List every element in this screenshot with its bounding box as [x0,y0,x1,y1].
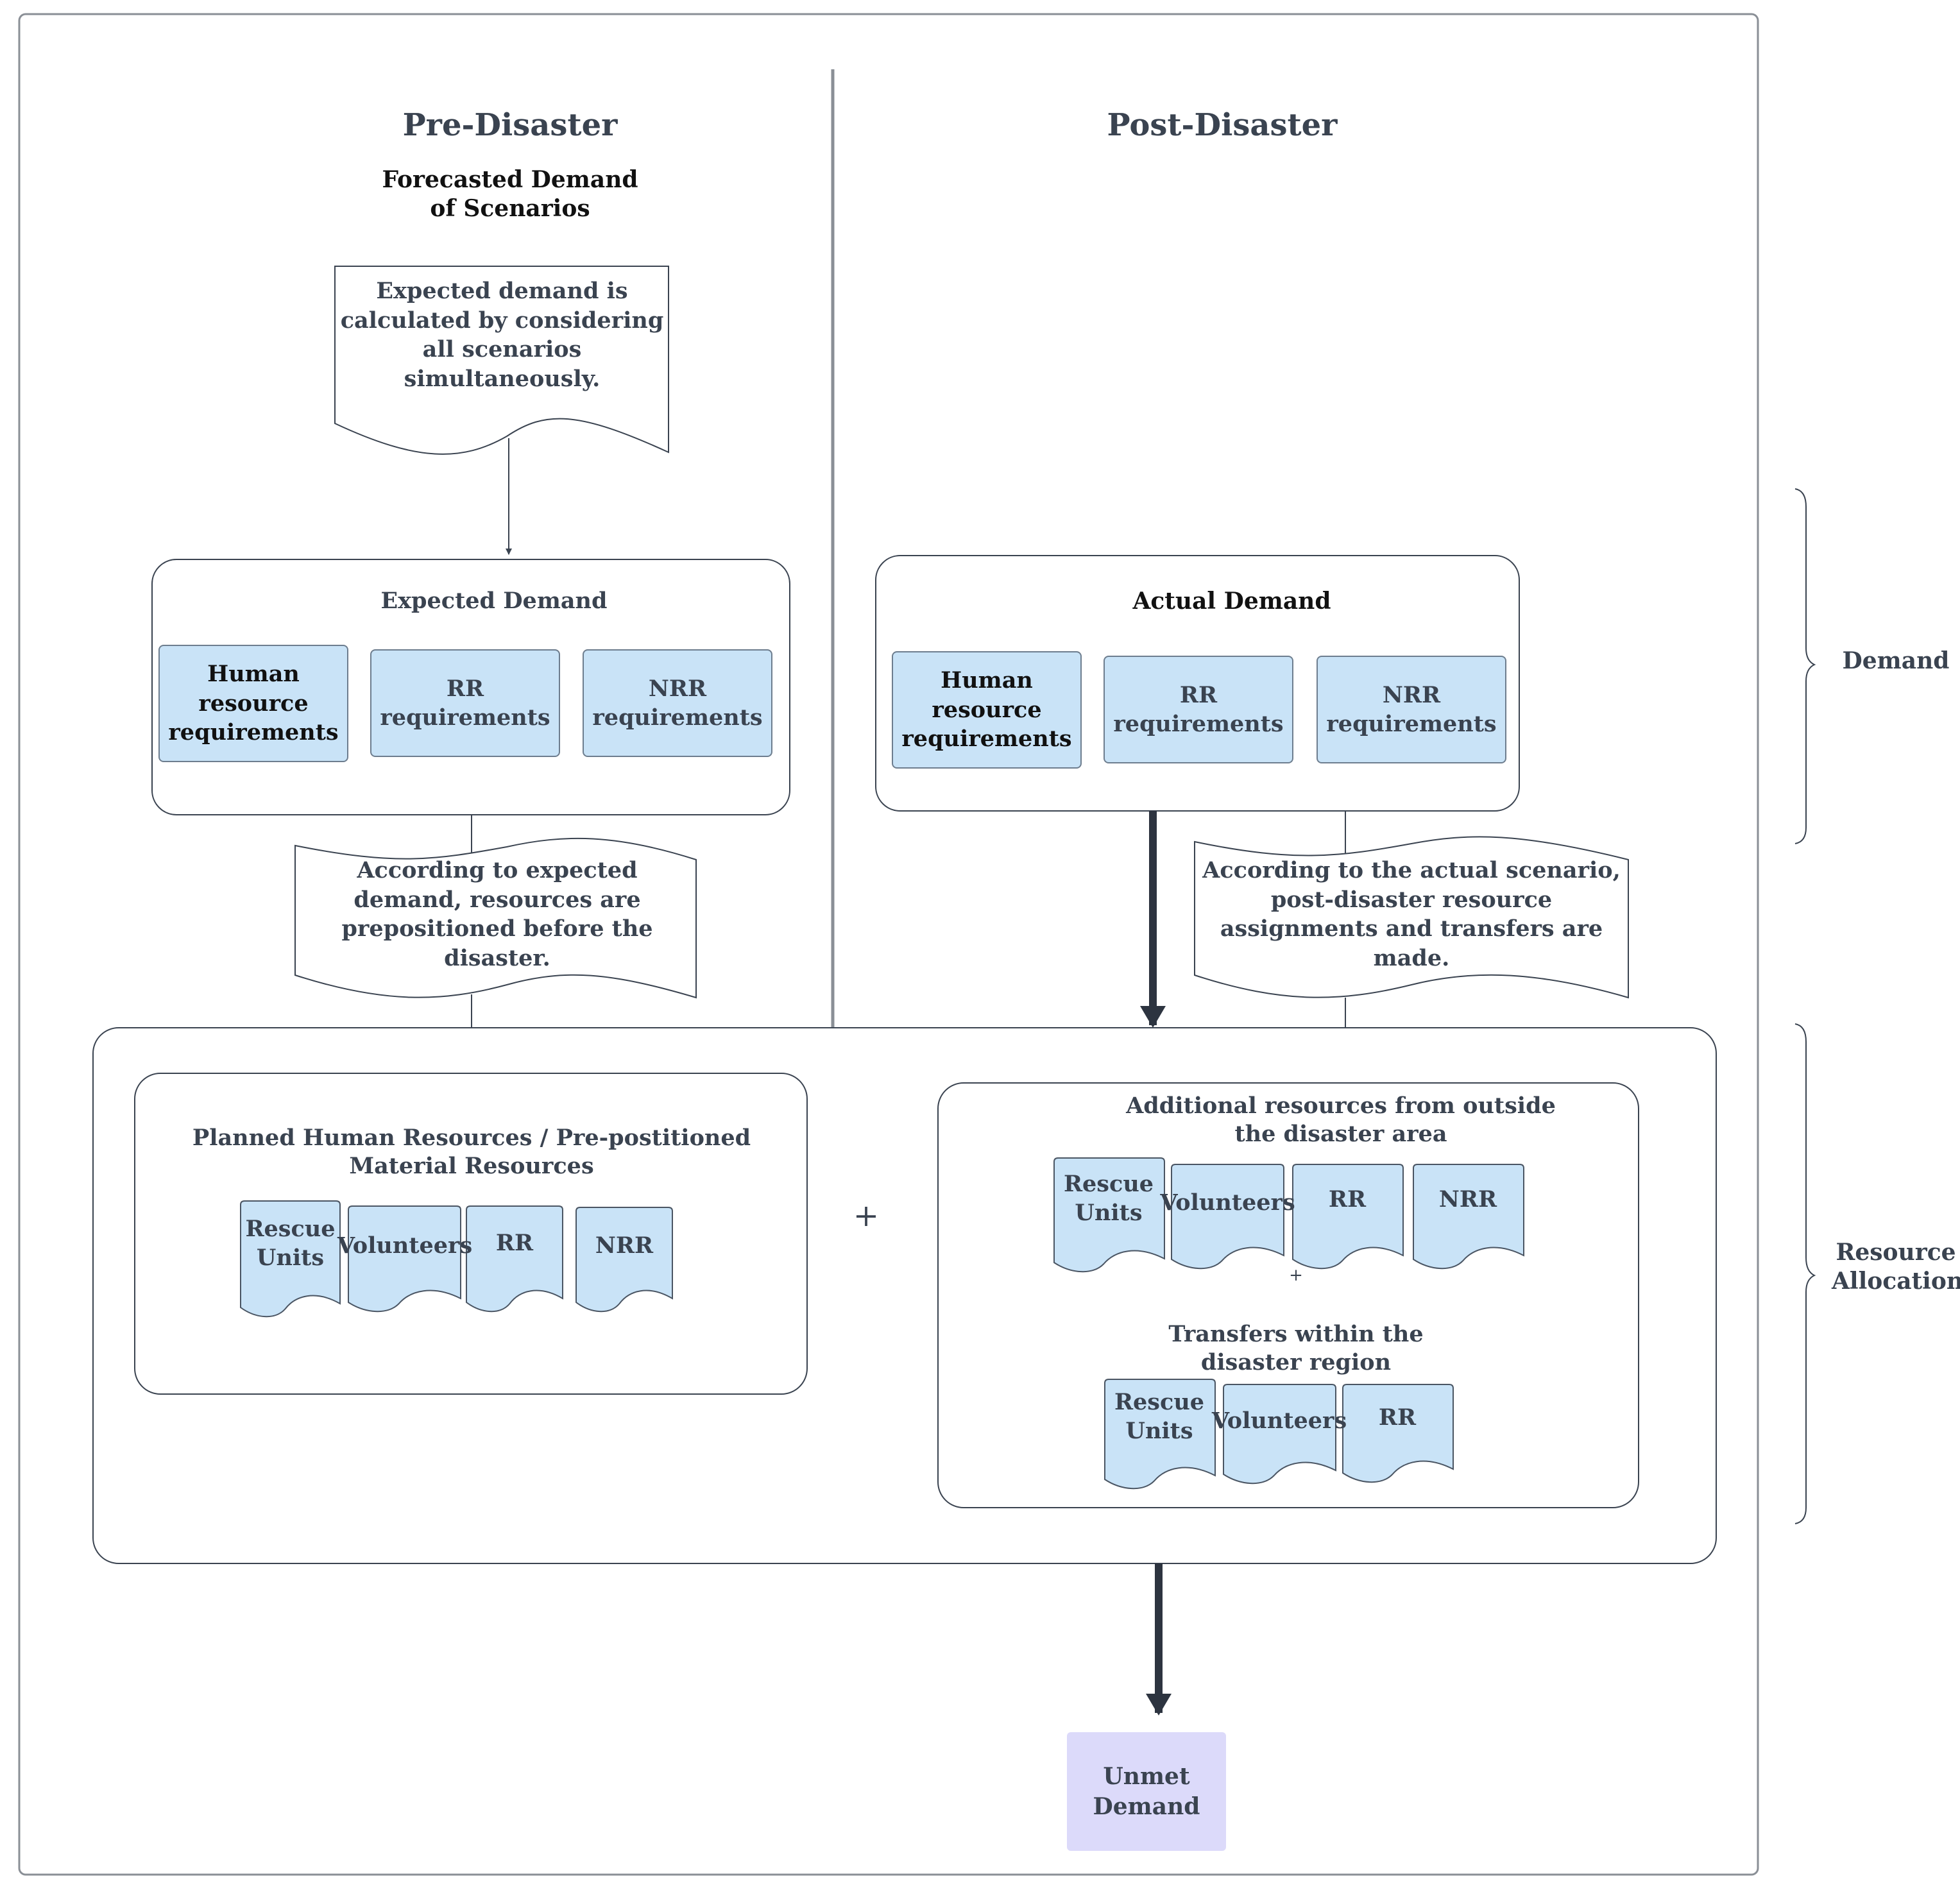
additional-title: Additional resources from outside the di… [1126,1093,1556,1147]
expected-nrr-chip: NRR requirements [583,649,772,757]
transfers-rescue-units: Rescue Units [1114,1388,1205,1445]
unmet-demand-box: Unmet Demand [1067,1732,1226,1851]
planned-rescue-units: Rescue Units [245,1215,336,1272]
transfers-volunteers: Volunteers [1211,1408,1347,1435]
additional-rr-doc [1292,1164,1404,1270]
planned-volunteers-doc [348,1205,461,1313]
planned-nrr-doc [575,1207,673,1313]
actual-human-chip: Human resource requirements [892,651,1082,769]
expected-demand-title: Expected Demand [380,588,608,614]
additional-rescue-doc [1053,1157,1165,1273]
expected-rr-chip: RR requirements [370,649,560,757]
transfers-rr: RR [1378,1404,1417,1431]
planned-volunteers: Volunteers [337,1232,473,1259]
planned-rr-doc [466,1205,563,1313]
expected-calc-note: Expected demand is calculated by conside… [340,278,664,392]
actual-scenario-document [1194,836,1629,999]
demand-side-label: Demand [1842,647,1950,674]
additional-nrr-doc [1413,1164,1524,1270]
expected-calc-document [334,266,669,455]
forecast-subheader: Forecasted Demand of Scenarios [382,166,638,222]
additional-rr: RR [1328,1186,1367,1213]
planned-title: Planned Human Resources / Pre-postitione… [192,1125,751,1179]
transfers-rescue-doc [1104,1379,1216,1490]
plus-sign: + [853,1198,880,1234]
planned-nrr: NRR [595,1232,654,1259]
actual-scenario-note: According to the actual scenario, post-d… [1202,857,1621,971]
actual-rr-chip: RR requirements [1104,656,1293,763]
allocation-brace [1794,1023,1816,1524]
preposition-document [294,837,697,999]
transfers-volunteers-doc [1223,1384,1336,1485]
allocation-side-label: Resource Allocation [1832,1239,1960,1295]
pre-disaster-header: Pre-Disaster [402,107,618,143]
additional-nrr: NRR [1438,1186,1497,1213]
planned-rescue-doc [240,1200,341,1318]
preposition-note: According to expected demand, resources … [341,857,653,971]
transfers-title: Transfers within the disaster region [1168,1321,1424,1375]
demand-brace [1794,488,1816,844]
transfers-rr-doc [1342,1384,1454,1483]
post-disaster-header: Post-Disaster [1107,107,1338,143]
expected-human-chip: Human resource requirements [158,645,348,762]
additional-rescue-units: Rescue Units [1063,1170,1154,1227]
additional-volunteers: Volunteers [1160,1189,1295,1216]
actual-nrr-chip: NRR requirements [1317,656,1506,763]
actual-demand-title: Actual Demand [1132,588,1331,615]
resource-documents [240,1157,1524,1490]
additional-volunteers-doc [1171,1164,1284,1270]
planned-rr: RR [495,1230,534,1257]
small-plus-sign: + [1289,1266,1303,1285]
outer-frame [18,13,1759,1876]
